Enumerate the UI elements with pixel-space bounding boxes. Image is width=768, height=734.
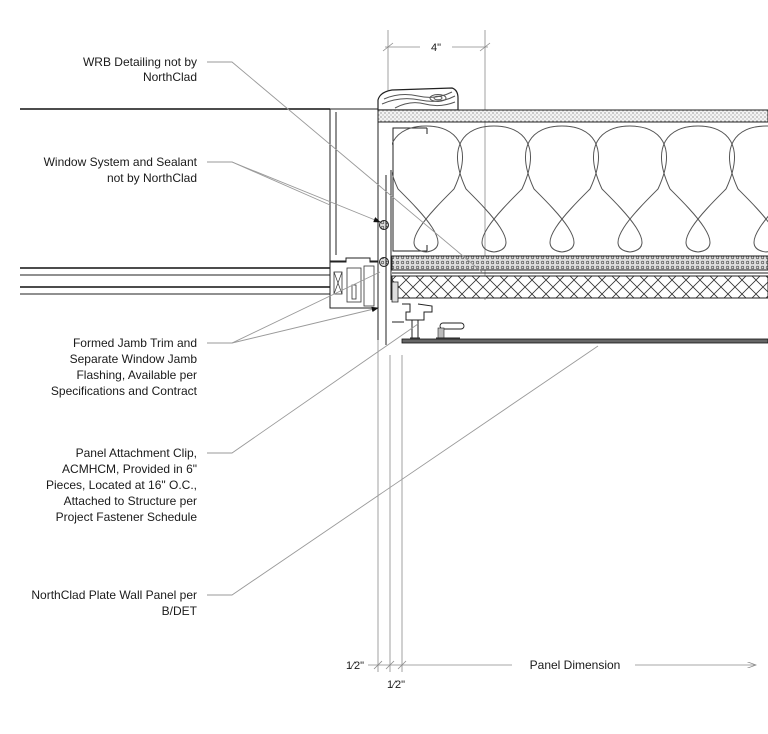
callout-wrb: WRB Detailing not by NorthClad: [83, 55, 197, 84]
dimension-label-top: 4": [431, 42, 441, 54]
callout-line: B/DET: [162, 604, 198, 618]
dimension-label-half-inch-bottom: 1⁄2": [387, 679, 405, 691]
callout-line: Pieces, Located at 16" O.C.,: [46, 478, 197, 492]
callout-line: Separate Window Jamb: [70, 352, 198, 366]
callout-line: Panel Attachment Clip,: [76, 446, 197, 460]
callout-line: NorthClad: [143, 70, 197, 84]
membrane-layer: [391, 255, 768, 271]
window-frame: [20, 108, 392, 345]
batt-insulation: [392, 125, 768, 253]
callout-line: Project Fastener Schedule: [56, 510, 198, 524]
callout-line: WRB Detailing not by: [83, 55, 197, 69]
callout-attachment-clip: Panel Attachment Clip, ACMHCM, Provided …: [46, 446, 197, 524]
vertical-reference-lines: [377, 340, 403, 672]
callout-line: ACMHCM, Provided in 6": [62, 462, 197, 476]
rigid-insulation: [391, 275, 768, 299]
callout-line: not by NorthClad: [107, 171, 197, 185]
attachment-clip: [391, 281, 465, 339]
callout-line: Window System and Sealant: [44, 155, 198, 169]
callout-window-system: Window System and Sealant not by NorthCl…: [44, 155, 198, 185]
callout-jamb-trim: Formed Jamb Trim and Separate Window Jam…: [51, 336, 198, 398]
dimension-panel: 1⁄2" 1⁄2" Panel Dimension: [346, 658, 756, 691]
callout-wall-panel: NorthClad Plate Wall Panel per B/DET: [31, 588, 197, 618]
dimension-label-half-inch-left: 1⁄2": [346, 660, 364, 672]
wall-panel: [401, 338, 768, 344]
callout-line: Attached to Structure per: [64, 494, 197, 508]
callout-line: Specifications and Contract: [51, 384, 198, 398]
wood-blocking: [377, 87, 459, 111]
callout-line: Flashing, Available per: [76, 368, 197, 382]
sheathing-layer: [377, 109, 768, 123]
leader-lines: [207, 61, 599, 596]
dimension-label-panel: Panel Dimension: [530, 658, 621, 672]
callout-line: NorthClad Plate Wall Panel per: [31, 588, 197, 602]
callout-line: Formed Jamb Trim and: [73, 336, 197, 350]
